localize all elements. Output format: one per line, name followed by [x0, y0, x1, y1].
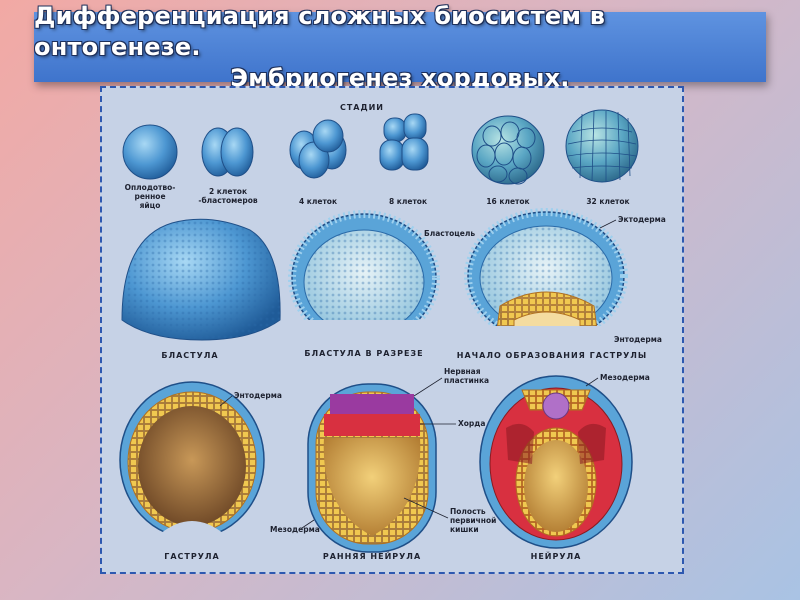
caption-gastrulation-start: НАЧАЛО ОБРАЗОВАНИЯ ГАСТРУЛЫ: [457, 351, 647, 360]
stage-label-8-cell: 8 клеток: [389, 197, 427, 206]
pointer-mesoderm-left: [301, 519, 315, 529]
blastula: [121, 218, 281, 341]
gastrulation-start: [464, 208, 628, 346]
svg-text:кишки: кишки: [450, 525, 479, 534]
title-line-1: Дифференциация сложных биосистем в онтог…: [34, 1, 606, 61]
svg-text:-бластомеров: -бластомеров: [198, 196, 258, 205]
stage-label-egg: Оплодотво- ренное яйцо: [125, 183, 176, 210]
label-ectoderm: Эктодерма: [618, 215, 666, 224]
pointer-endoderm-left: [219, 395, 233, 407]
caption-blastula-section: БЛАСТУЛА В РАЗРЕЗЕ: [304, 349, 423, 358]
neurula: [479, 375, 633, 549]
svg-text:первичной: первичной: [450, 516, 496, 525]
svg-text:Нервная: Нервная: [444, 367, 481, 376]
pointer-ectoderm: [599, 219, 617, 229]
stages-heading: СТАДИИ: [340, 103, 384, 112]
gastrula: [119, 381, 265, 548]
svg-text:Полость: Полость: [450, 507, 486, 516]
stage-label-4-cell: 4 клеток: [299, 197, 337, 206]
title-banner: Дифференциация сложных биосистем в онтог…: [34, 2, 766, 92]
fertilized-egg: [122, 124, 178, 180]
caption-early-neurula: РАННЯЯ НЕЙРУЛА: [323, 550, 421, 561]
caption-blastula: БЛАСТУЛА: [161, 351, 218, 360]
label-endoderm-right: Энтодерма: [614, 335, 662, 344]
label-mesoderm-right: Мезодерма: [600, 373, 650, 382]
thirty-two-cell-stage: [565, 109, 639, 183]
stage-label-16-cell: 16 клеток: [486, 197, 529, 206]
blastula-section: [288, 210, 440, 348]
label-mesoderm-left: Мезодерма: [270, 525, 320, 534]
pointer-mesoderm-right: [585, 377, 599, 387]
pointer-neural-plate: [413, 377, 443, 397]
svg-text:Оплодотво-: Оплодотво-: [125, 183, 176, 192]
pointer-gut-cavity: [403, 497, 449, 519]
eight-cell-stage: [379, 113, 429, 171]
diagram-frame: СТАДИИ: [100, 86, 684, 574]
svg-text:пластинка: пластинка: [444, 376, 489, 385]
stage-label-2-cell: 2 клеток -бластомеров: [198, 187, 258, 205]
label-gut-cavity: Полость первичной кишки: [450, 507, 496, 534]
caption-gastrula: ГАСТРУЛА: [164, 552, 219, 561]
label-neural-plate: Нервная пластинка: [444, 367, 489, 385]
label-notochord: Хорда: [458, 419, 485, 428]
embryogenesis-diagram: СТАДИИ: [119, 103, 666, 561]
svg-text:2 клеток: 2 клеток: [209, 187, 247, 196]
svg-text:ренное: ренное: [134, 192, 165, 201]
early-neurula: [307, 383, 437, 553]
sixteen-cell-stage: [471, 115, 545, 185]
caption-neurula: НЕЙРУЛА: [531, 550, 582, 561]
label-blastocoel: Бластоцель: [424, 229, 475, 238]
four-cell-stage: [289, 119, 347, 179]
svg-text:яйцо: яйцо: [140, 201, 161, 210]
two-cell-stage: [201, 127, 254, 177]
label-endoderm-left: Энтодерма: [234, 391, 282, 400]
stage-label-32-cell: 32 клеток: [586, 197, 629, 206]
